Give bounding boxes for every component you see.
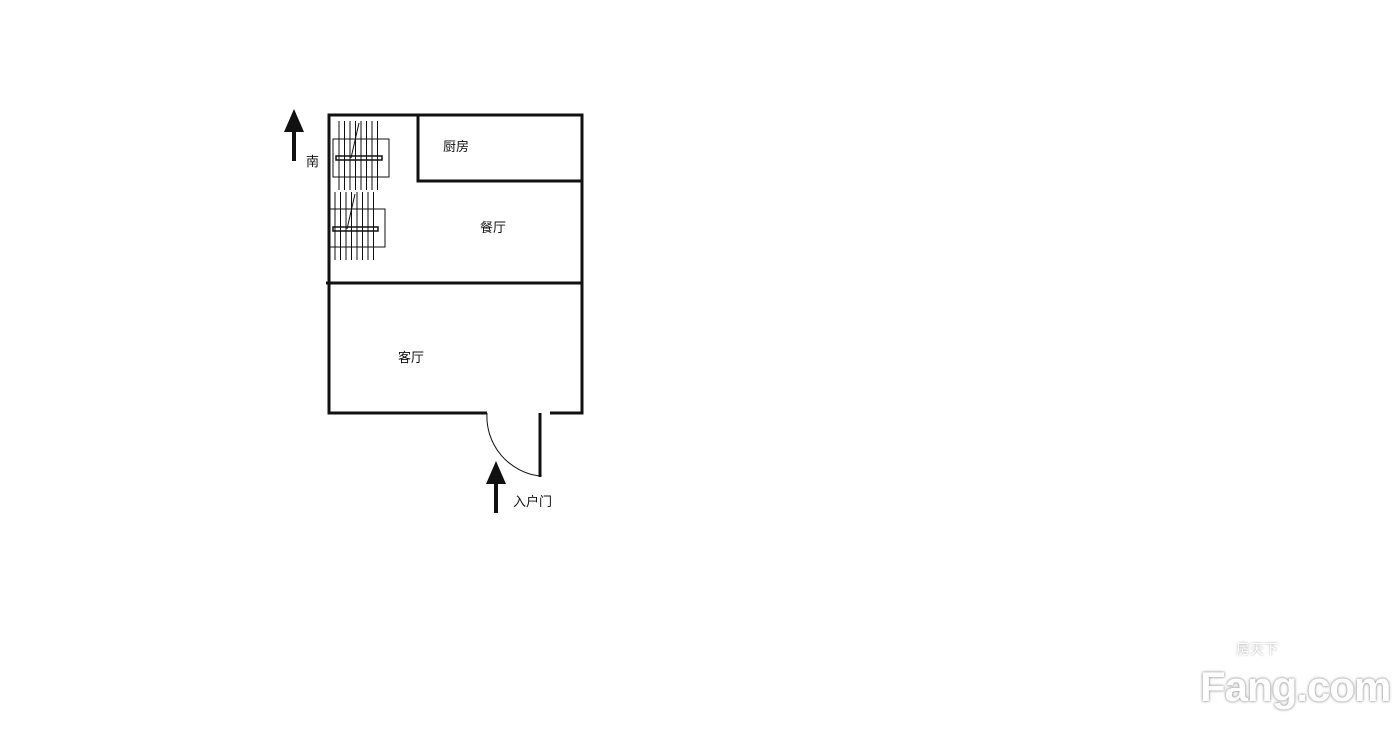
stair-handrail [335, 155, 383, 161]
arrow-up-icon [284, 109, 304, 132]
staircase [329, 121, 390, 260]
north-label: 南 [306, 154, 319, 170]
room-label-living: 客厅 [398, 350, 424, 366]
room-label-kitchen: 厨房 [443, 139, 469, 155]
outer-wall [327, 113, 584, 415]
logo-cn-text: 房天下 [1236, 642, 1278, 658]
stair-outline [329, 208, 386, 248]
kitchen-wall [416, 115, 582, 183]
entrance-label: 入户门 [513, 494, 552, 510]
arrow-up-icon [486, 461, 506, 484]
stair-break-line [346, 193, 356, 230]
door-swing-arc [486, 412, 541, 477]
room-label-dining: 餐厅 [480, 220, 506, 236]
stair-break-line [350, 122, 360, 159]
logo-text: Fang.com [1200, 663, 1391, 710]
north-arrow [284, 109, 304, 161]
stair-outline [332, 138, 390, 178]
stair-handrail [332, 226, 379, 232]
watermark-logo: 房天下 Fang.com [1200, 642, 1391, 718]
walls [326, 113, 584, 477]
entrance-arrow [486, 461, 506, 513]
